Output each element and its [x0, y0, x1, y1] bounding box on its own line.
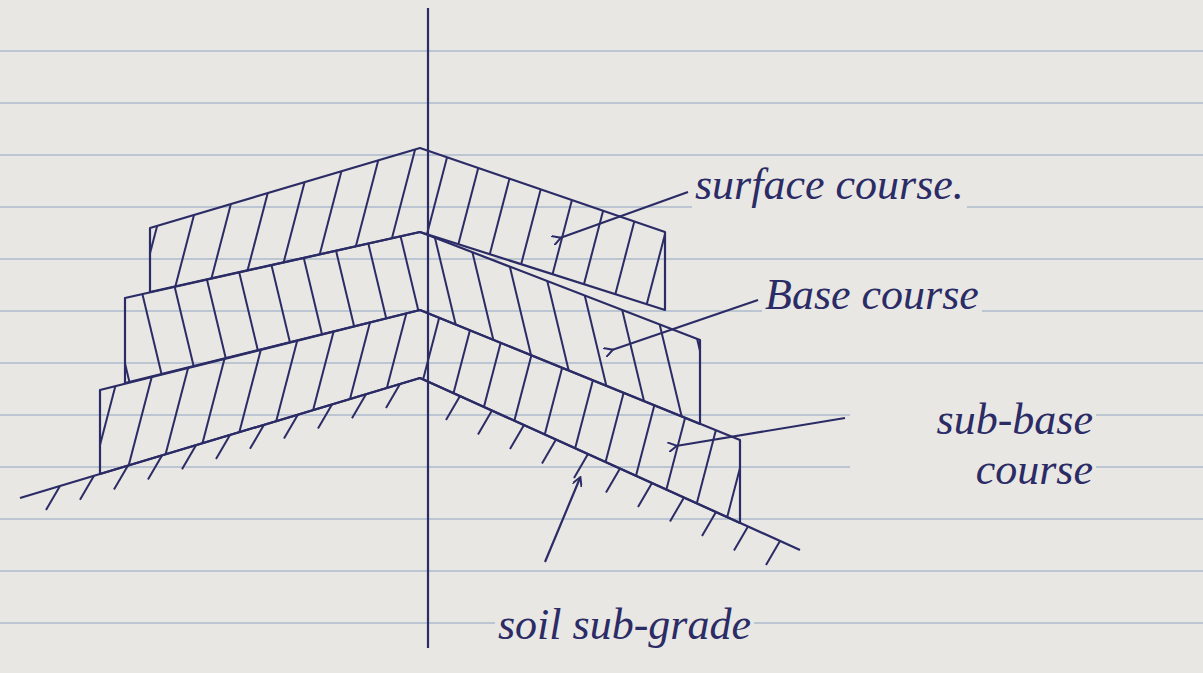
layer-label: Base course	[762, 270, 982, 320]
layer-label: soil sub-grade	[495, 600, 754, 650]
layer-label: sub-base course	[850, 395, 1096, 495]
layer-hatching	[0, 100, 972, 565]
layer-outlines	[20, 8, 845, 648]
layer-label: surface course.	[692, 160, 967, 210]
